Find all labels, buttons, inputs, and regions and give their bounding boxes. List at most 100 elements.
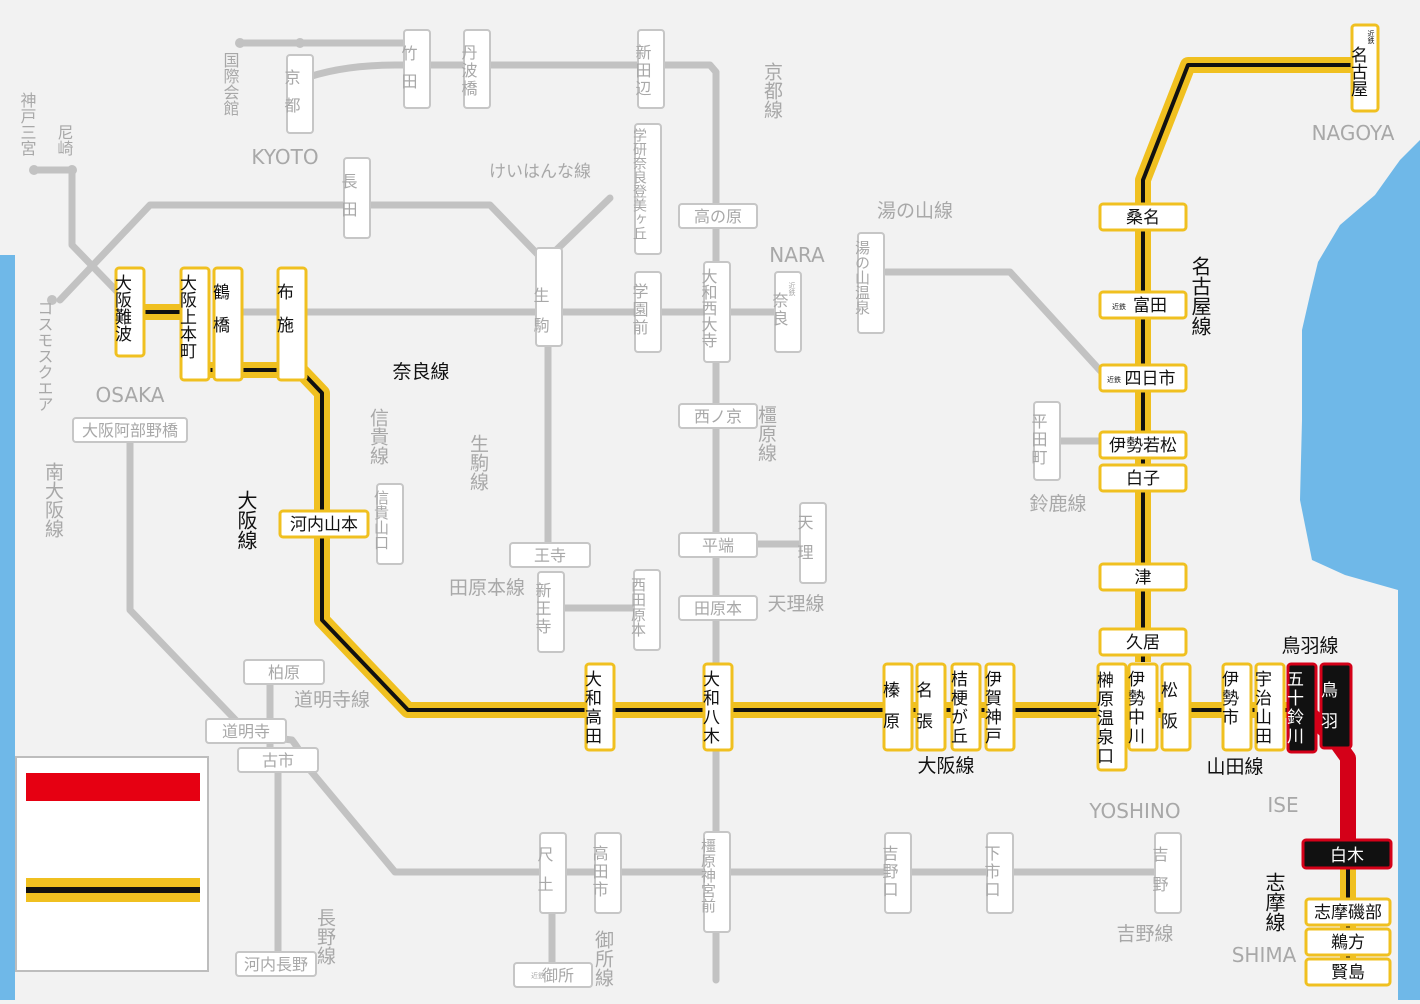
label-shiroko: 白子 (1126, 469, 1160, 489)
label-kikyogaoka: 桔梗が丘 (947, 670, 968, 746)
delayed-station-boxes (114, 23, 1392, 987)
label-gose-line: 御所線 (592, 930, 614, 987)
station-box-gose (513, 962, 593, 988)
label-ujiyamada: 宇治山田 (1251, 670, 1272, 746)
line-endpoint-dots (29, 38, 305, 305)
station-box-namba (114, 266, 146, 358)
label-nishi-tawaramoto: 西田原本 (629, 577, 647, 637)
station-box-ugata (1304, 927, 1392, 957)
label-haibara: 榛原 (879, 681, 900, 743)
label-toba-line: 鳥羽線 (1281, 635, 1338, 657)
label-gakuenmae: 学園前 (630, 283, 649, 337)
label-ikoma: 生駒 (531, 287, 550, 347)
station-box-tawaramoto (678, 595, 758, 621)
station-box-nagoya (1350, 23, 1380, 113)
station-box-yoshino (1154, 832, 1182, 914)
label-kashihara-line: 橿原線 (755, 405, 777, 462)
station-box-abenobashi (72, 417, 188, 443)
kintetsu-mark-nagoya: 近鉄 (1367, 29, 1375, 45)
label-hirahata: 平端 (702, 536, 734, 555)
label-kashiwara: 柏原 (268, 663, 300, 682)
label-osaka: OSAKA (96, 383, 165, 407)
station-box-tsuruhashi (212, 266, 244, 382)
label-shimoichiguchi: 下市口 (982, 845, 1001, 899)
station-box-isuzugawa (1286, 662, 1318, 754)
label-ise-wakamatsu: 伊勢若松 (1109, 436, 1177, 456)
label-kawachi-yamamoto: 河内山本 (290, 515, 358, 535)
station-box-nishitawaramoto (633, 569, 661, 651)
label-iseshi: 伊勢市 (1218, 670, 1239, 727)
station-box-iseshi (1221, 662, 1253, 752)
label-gose: 御所 (542, 966, 574, 985)
station-box-yamatoyagi (702, 662, 734, 752)
station-box-saidaiji (703, 261, 731, 363)
label-yamato-saidaiji: 大和西大寺 (699, 268, 718, 348)
station-box-takanohara (678, 203, 758, 229)
station-box-shiraki (1301, 838, 1393, 870)
station-box-ujiyamada (1254, 662, 1286, 752)
label-nagano-line: 長野線 (314, 908, 336, 965)
label-fuse: 布施 (273, 283, 294, 349)
label-nara: 奈良 (770, 292, 789, 328)
label-domyoji: 道明寺 (222, 722, 270, 741)
label-shakudo: 尺土 (535, 846, 554, 906)
label-ikoma-line: 生駒線 (467, 434, 489, 491)
legend-stopped-swatch (26, 773, 200, 801)
label-kashiharajingumae: 橿原神宮前 (699, 838, 717, 914)
station-box-shakudo (539, 832, 567, 914)
station-box-tomida (1098, 290, 1188, 320)
station-box-tambabashi (463, 29, 491, 109)
label-iga-kambe: 伊賀神戸 (981, 670, 1002, 746)
label-takanohara: 高の原 (694, 207, 742, 226)
station-box-oji (509, 542, 591, 568)
label-tambabashi: 丹波橋 (459, 44, 478, 98)
yunoyama-line-track (882, 268, 1111, 382)
label-shiraki: 白木 (1330, 846, 1364, 866)
station-box-shigisanguchi (376, 483, 404, 565)
station-box-hiratacho (1033, 401, 1061, 481)
station-box-ikoma (535, 247, 563, 347)
label-nara: NARA (769, 243, 825, 267)
station-box-nishinokyo (678, 403, 758, 429)
kintetsu-mark-gose: 近鉄 (531, 971, 545, 980)
station-box-hirahata (678, 532, 758, 558)
station-box-yokkaichi (1098, 363, 1188, 393)
label-kyoto: KYOTO (251, 145, 318, 169)
label-nara-line: 奈良線 (392, 361, 449, 383)
station-box-fuse (276, 266, 308, 382)
kintetsu-mark-nara: 近鉄 (788, 281, 796, 297)
station-box-matsusaka (1160, 662, 1192, 752)
label-tenri-line: 天理線 (767, 593, 824, 615)
label-yoshino-line: 吉野線 (1116, 923, 1173, 945)
label-nagoya: NAGOYA (1312, 121, 1395, 145)
label-osaka-line-west: 大阪線 (234, 490, 258, 550)
label-keihanna-line: けいはんな線 (489, 162, 591, 182)
station-box-kawachiyamamoto (278, 509, 370, 539)
station-box-gakken (634, 123, 662, 255)
station-box-shiroko (1098, 463, 1188, 493)
label-kintetsu-tomida: 富田 (1133, 296, 1167, 316)
stopped-station-boxes (1286, 662, 1393, 870)
label-cosmo-square: コスモスクエア (35, 300, 54, 412)
label-toba: 鳥羽 (1317, 681, 1338, 743)
label-osaka-namba: 大阪難波 (111, 274, 132, 342)
label-shigisanguchi: 信貴山口 (372, 490, 390, 550)
station-box-toba (1319, 662, 1353, 750)
label-kyoto-line: 京都線 (761, 62, 783, 119)
label-osaka-line-east: 大阪線 (917, 755, 974, 777)
station-box-takeda (403, 29, 431, 109)
station-box-kikyogaoka (950, 662, 982, 752)
label-kokusai-kaikan: 国際会館 (221, 52, 240, 116)
label-kashikojima: 賢島 (1331, 963, 1365, 983)
station-box-yamatotakada (584, 662, 616, 752)
station-box-sakakibara (1096, 662, 1128, 772)
label-yoshinoguchi: 吉野口 (880, 845, 899, 899)
label-tenri: 天理 (795, 514, 814, 574)
ise-bay (1300, 140, 1420, 1000)
station-box-shintanabe (637, 29, 665, 109)
station-box-kashiwara (243, 659, 325, 685)
station-box-nagata (343, 157, 371, 239)
label-nishinokyo: 西ノ京 (694, 407, 742, 426)
station-box-nara (774, 271, 802, 353)
